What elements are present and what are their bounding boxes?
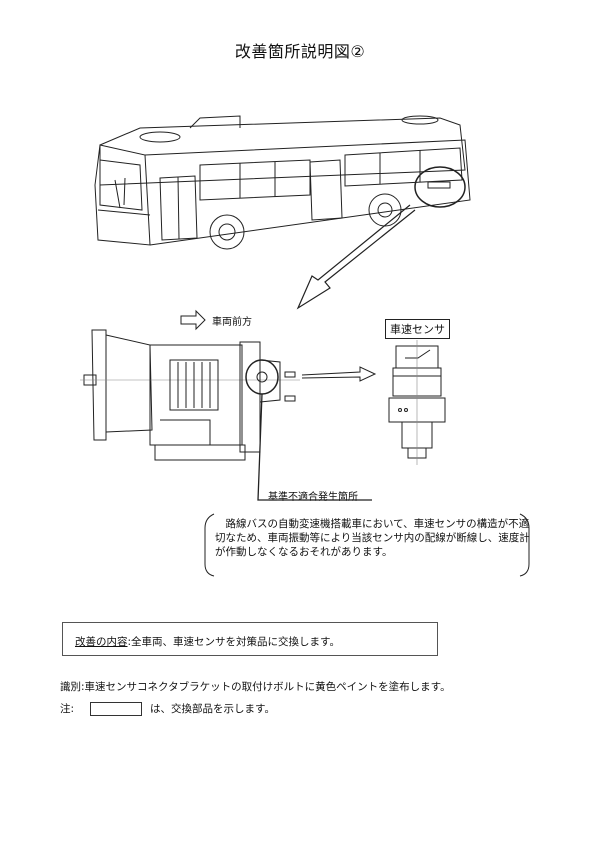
detail-arrow [301,366,377,382]
pointer-arrow [296,204,416,310]
note: 注: は、交換部品を示します。 [60,701,275,716]
defect-location-circle [245,359,279,395]
sensor-location-circle [414,166,466,208]
speed-sensor-illustration [388,340,446,465]
speed-sensor-label: 車速センサ [385,319,450,339]
description-bracket-left [204,513,215,577]
defect-leader-line [257,393,372,501]
page-title: 改善箇所説明図② [234,42,366,61]
improvement-heading: 改善の内容 [75,636,128,648]
front-direction-arrow-icon [180,309,206,331]
note-prefix: 注: [60,703,75,715]
defect-description: 路線バスの自動変速機搭載車において、車速センサの構造が不適切なため、車両振動等に… [215,517,535,559]
improvement-content: 改善の内容:全車両、車速センサを対策品に交換します。 [75,634,340,649]
note-text: は、交換部品を示します。 [150,703,275,715]
identification-text: 識別:車速センサコネクタブラケットの取付けボルトに黄色ペイントを塗布します。 [60,681,451,693]
defect-location-label: 基準不適合発生箇所 [268,492,358,503]
bus-illustration [94,115,471,250]
transmission-illustration [80,329,300,461]
front-direction-label: 車両前方 [212,317,252,328]
replacement-part-legend-box [90,701,143,716]
improvement-separator: : [127,636,132,648]
defect-description-text: 路線バスの自動変速機搭載車において、車速センサの構造が不適切なため、車両振動等に… [215,518,530,558]
improvement-box [62,622,438,656]
improvement-text: 全車両、車速センサを対策品に交換します。 [131,636,340,648]
description-bracket-right [519,513,530,577]
